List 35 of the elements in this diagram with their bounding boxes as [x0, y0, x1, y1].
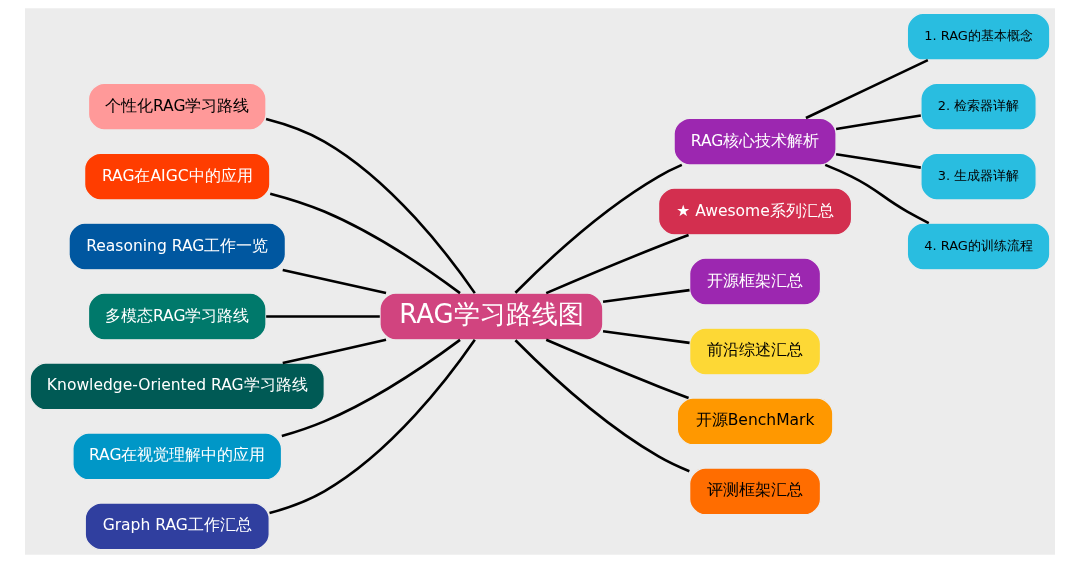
node-box: Reasoning RAG工作一览 — [68, 222, 287, 271]
node-box: 前沿综述汇总 — [689, 327, 822, 376]
node-box: 3. 生成器详解 — [920, 152, 1037, 201]
connector — [269, 339, 476, 515]
node-box: 评测框架汇总 — [689, 467, 822, 516]
connector — [282, 268, 387, 295]
connector — [545, 338, 690, 400]
connector — [602, 288, 690, 303]
connector — [545, 233, 690, 295]
node-box: RAG核心技术解析 — [673, 117, 837, 166]
node-box: Graph RAG工作汇总 — [84, 502, 270, 551]
node-box: 2. 检索器详解 — [920, 82, 1037, 131]
connector — [514, 163, 683, 294]
connector — [805, 58, 929, 120]
connector — [602, 329, 690, 345]
connector — [281, 338, 461, 438]
connector — [265, 117, 476, 294]
node-box: 开源框架汇总 — [689, 257, 822, 306]
connector — [269, 192, 461, 295]
node-box: 4. RAG的训练流程 — [906, 222, 1051, 271]
connector — [282, 338, 387, 365]
node-box: Knowledge-Oriented RAG学习路线 — [29, 362, 325, 411]
connector — [835, 114, 922, 131]
node-box: RAG学习路线图 — [379, 292, 604, 341]
node-box: 开源BenchMark — [676, 397, 834, 446]
node-box: 1. RAG的基本概念 — [906, 12, 1051, 61]
connector — [514, 339, 690, 473]
connector — [266, 315, 380, 318]
connector — [824, 163, 930, 225]
node-box: RAG在AIGC中的应用 — [83, 152, 271, 201]
node-box: RAG在视觉理解中的应用 — [72, 432, 283, 481]
connector — [835, 152, 922, 169]
node-box: ★ Awesome系列汇总 — [657, 187, 853, 236]
node-box: 个性化RAG学习路线 — [87, 82, 267, 131]
node-box: 多模态RAG学习路线 — [87, 292, 267, 341]
